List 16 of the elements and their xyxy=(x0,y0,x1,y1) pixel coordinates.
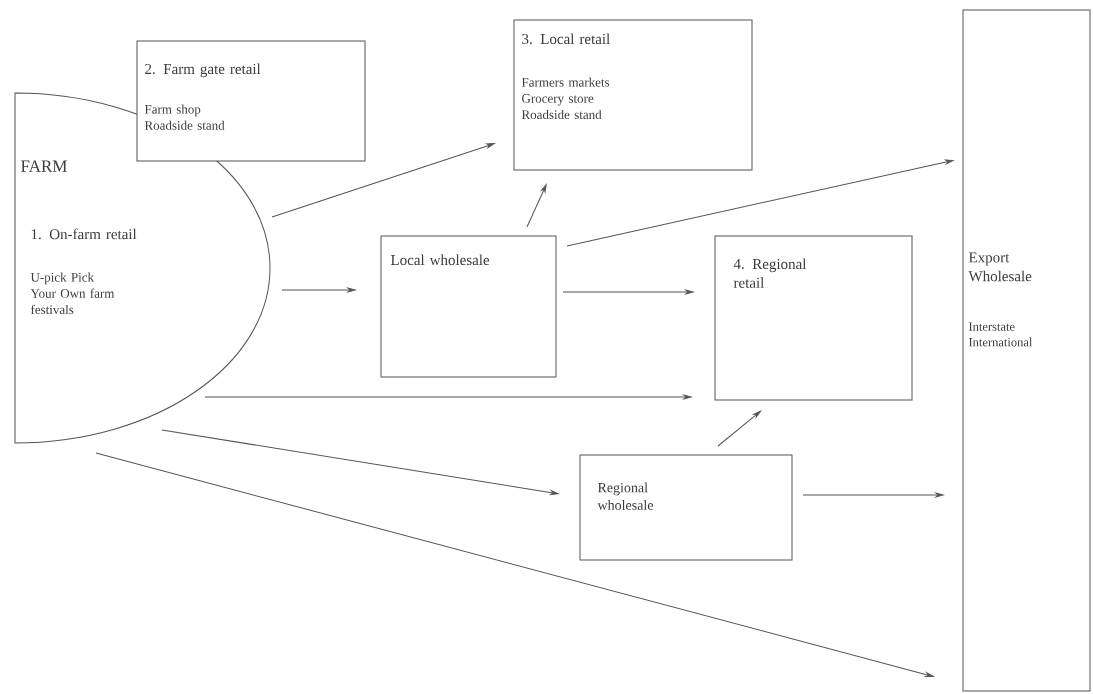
channel-box: 3. Local retail Farmers markets Grocery store Roadside stand xyxy=(513,19,753,171)
channel-box: 2. Farm gate retail Farm shop Roadside stand xyxy=(136,40,366,162)
arrow xyxy=(161,429,559,495)
arrow xyxy=(271,143,495,218)
arrow xyxy=(95,452,934,678)
arrow xyxy=(802,492,944,498)
arrow xyxy=(281,287,356,293)
arrow xyxy=(526,184,547,228)
arrow xyxy=(562,289,694,295)
channel-box: Local wholesale xyxy=(380,235,557,378)
channel-box: Regional wholesale xyxy=(579,454,793,561)
arrow xyxy=(566,159,954,247)
arrow xyxy=(717,410,762,447)
channel-box: Export Wholesale Interstate International xyxy=(962,9,1091,692)
channel-box: 4. Regional retail xyxy=(714,235,913,401)
arrow xyxy=(204,394,692,400)
